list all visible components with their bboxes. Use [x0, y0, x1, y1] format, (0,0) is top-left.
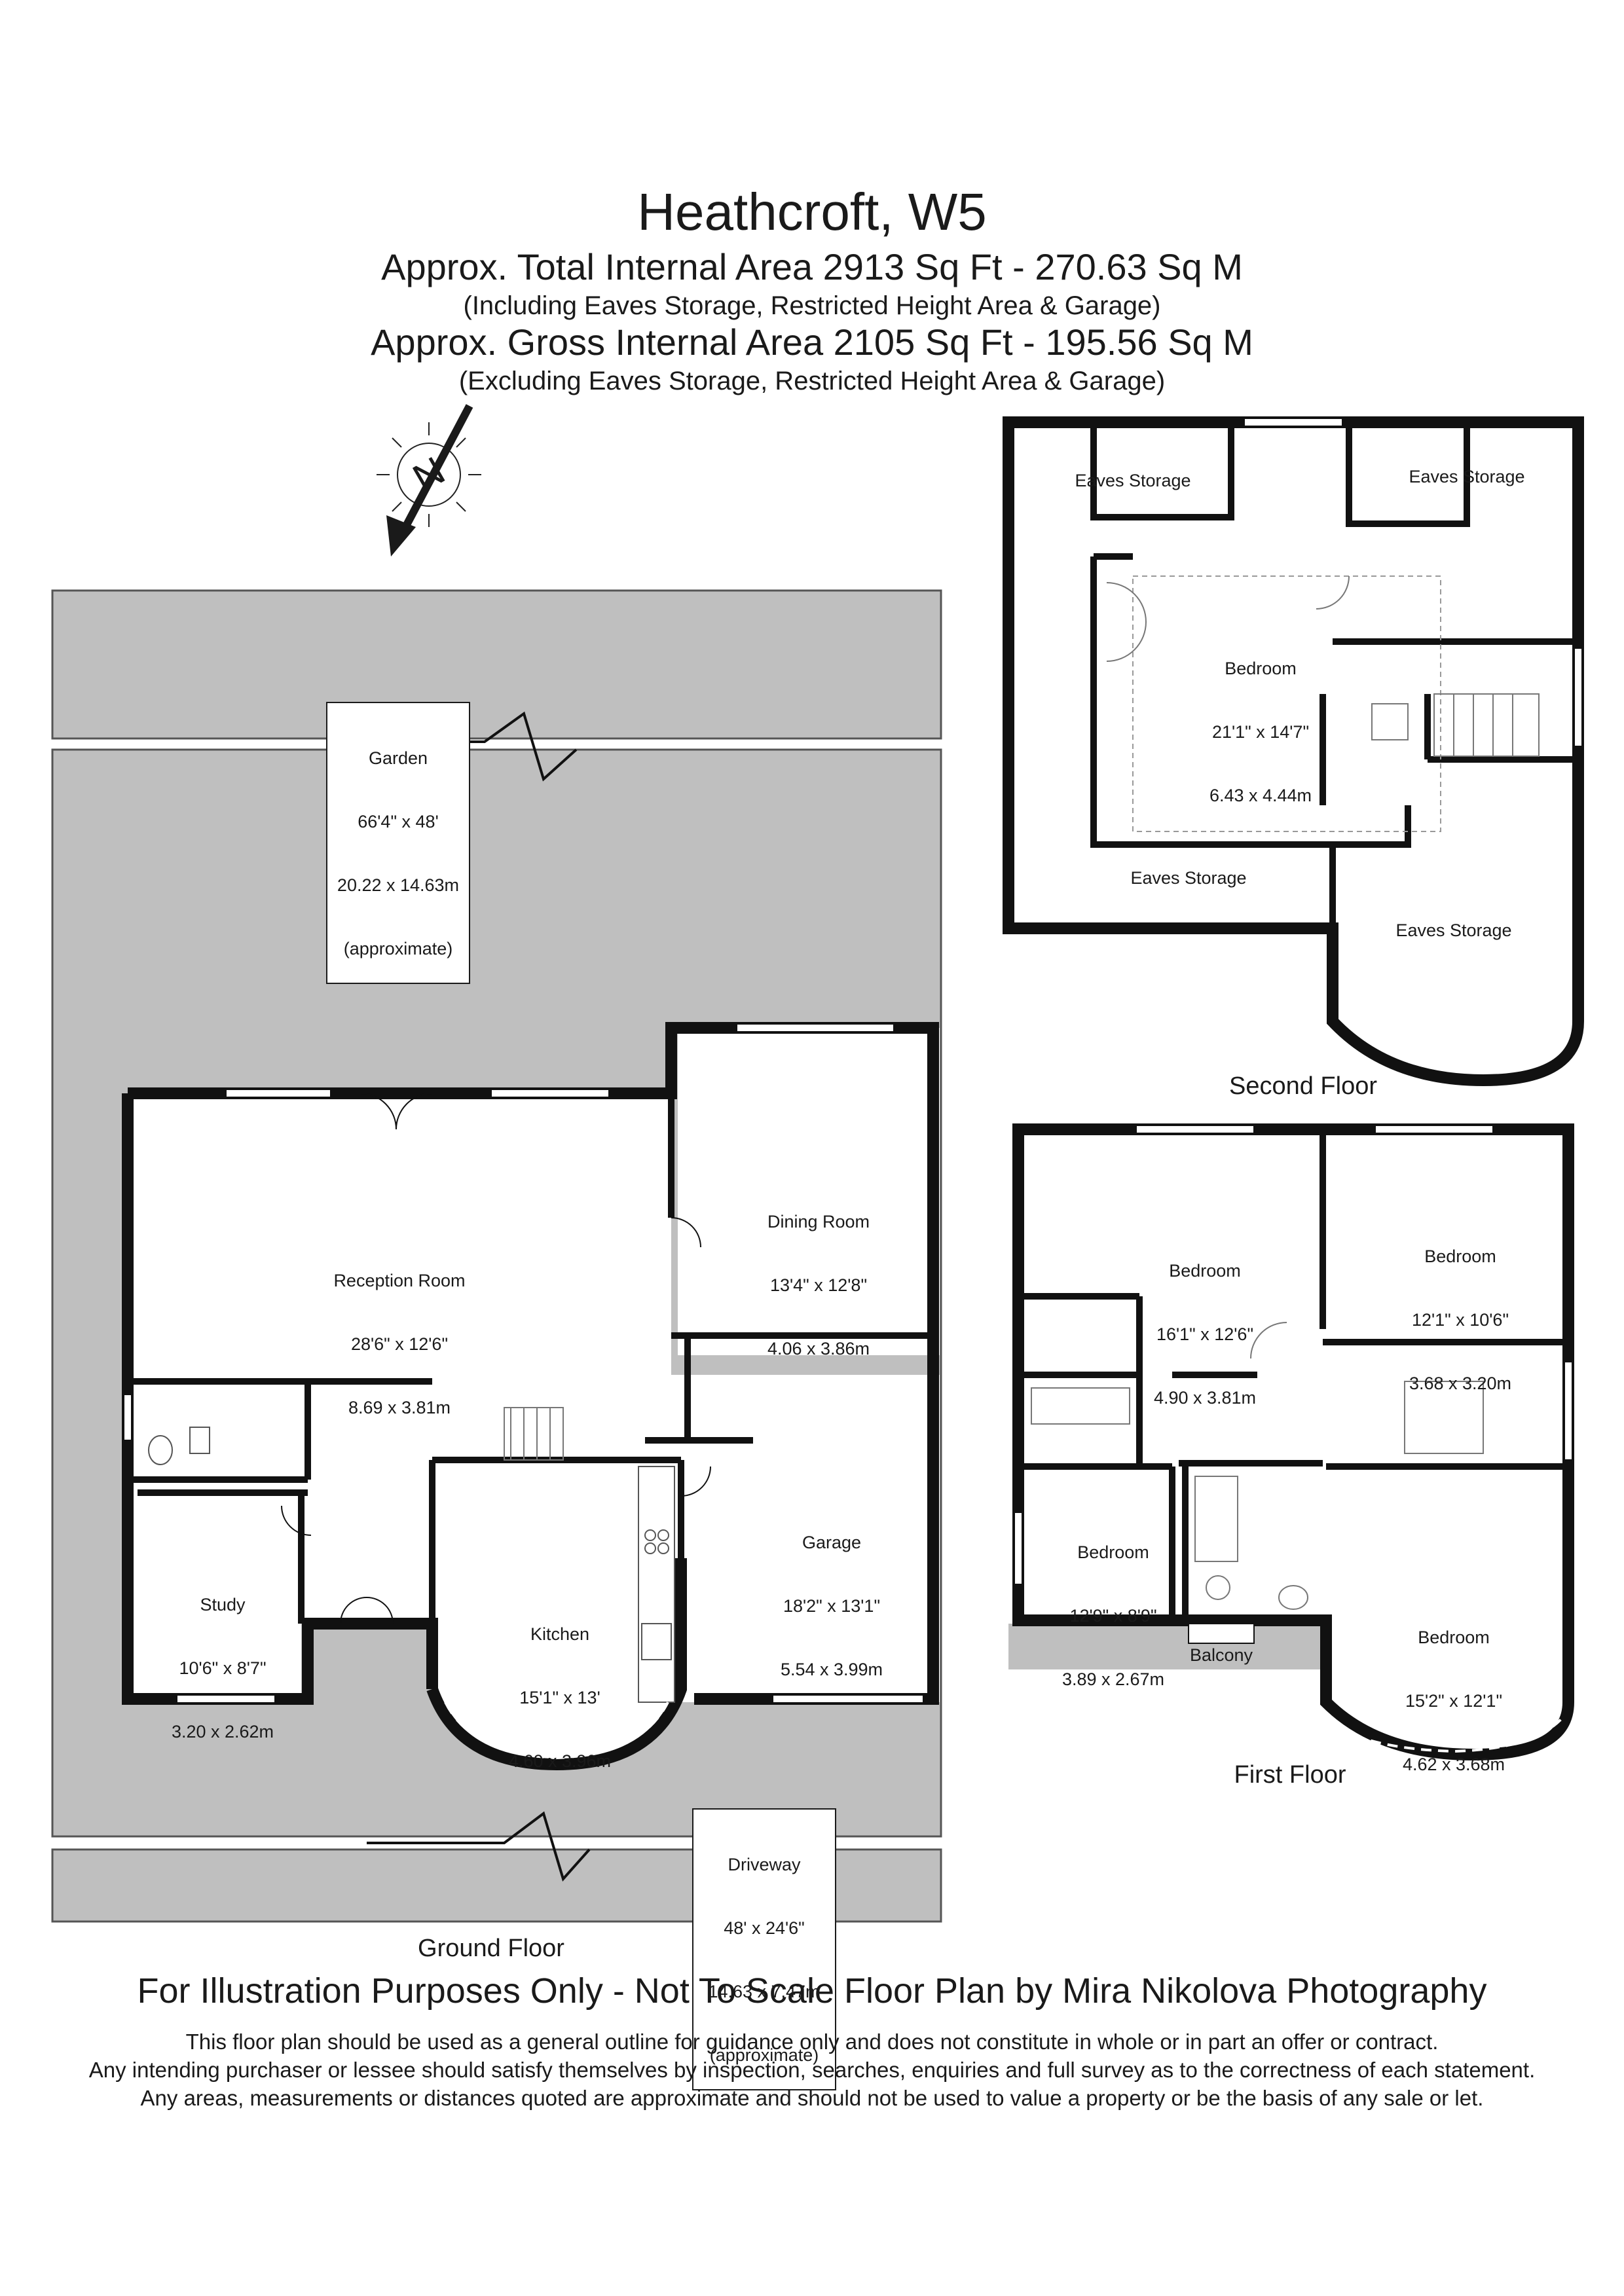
- kitchen-label: Kitchen 15'1" x 13' 4.60 x 3.96m: [481, 1581, 638, 1793]
- dining-dims-imperial: 13'4" x 12'8": [769, 1275, 868, 1295]
- garden-dims-metric: 20.22 x 14.63m: [337, 875, 460, 896]
- garage-name: Garage: [802, 1532, 862, 1552]
- disclaimer-line-2: Any intending purchaser or lessee should…: [88, 2058, 1536, 2082]
- reception-dims-imperial: 28'6" x 12'6": [350, 1334, 449, 1354]
- disclaimer-line-3: Any areas, measurements or distances quo…: [140, 2086, 1484, 2110]
- first-floor-bedroom3-label: Bedroom 12'9" x 8'9" 3.89 x 2.67m: [1035, 1499, 1192, 1711]
- dining-room-label: Dining Room 13'4" x 12'8" 4.06 x 3.86m: [740, 1169, 897, 1381]
- garage-label: Garage 18'2" x 13'1" 5.54 x 3.99m: [753, 1489, 910, 1702]
- second-floor-bedroom-label: Bedroom 21'1" x 14'7" 6.43 x 4.44m: [1179, 615, 1342, 828]
- balcony-label: Balcony: [1189, 1645, 1253, 1665]
- first-floor-plan: [1008, 1123, 1574, 1761]
- reception-name: Reception Room: [333, 1270, 466, 1290]
- bed2-dims-imperial: 12'1" x 10'6": [1411, 1309, 1509, 1330]
- bed3-dims-imperial: 12'9" x 8'9": [1069, 1605, 1157, 1626]
- first-floor-bedroom1-label: Bedroom 16'1" x 12'6" 4.90 x 3.81m: [1126, 1218, 1283, 1430]
- driveway-dims-imperial: 48' x 24'6": [724, 1918, 805, 1938]
- disclaimer-line-1: This floor plan should be used as a gene…: [185, 2030, 1439, 2054]
- eaves-storage-se: Eaves Storage: [1395, 920, 1512, 940]
- garden-dims-imperial: 66'4" x 48': [358, 811, 439, 831]
- study-name: Study: [200, 1594, 246, 1614]
- driveway-name: Driveway: [728, 1854, 801, 1874]
- footer-disclaimer-title: For Illustration Purposes Only - Not To …: [137, 1971, 1487, 2011]
- sf-bedroom-dims-metric: 6.43 x 4.44m: [1209, 786, 1312, 806]
- kitchen-name: Kitchen: [530, 1624, 590, 1644]
- bed3-dims-metric: 3.89 x 2.67m: [1061, 1669, 1165, 1690]
- garage-dims-metric: 5.54 x 3.99m: [780, 1660, 883, 1680]
- bed1-dims-metric: 4.90 x 3.81m: [1153, 1388, 1257, 1408]
- study-label: Study 10'6" x 8'7" 3.20 x 2.62m: [147, 1552, 298, 1764]
- study-dims-imperial: 10'6" x 8'7": [179, 1658, 267, 1678]
- driveway-dims-metric: 14.63 x 7.47m: [708, 1982, 821, 2002]
- kitchen-dims-metric: 4.60 x 3.96m: [508, 1751, 612, 1772]
- bed2-dims-metric: 3.68 x 3.20m: [1409, 1374, 1512, 1394]
- reception-dims-metric: 8.69 x 3.81m: [348, 1398, 451, 1418]
- bed4-dims-imperial: 15'2" x 12'1": [1405, 1690, 1503, 1711]
- page-title: Heathcroft, W5: [637, 183, 987, 241]
- driveway-note: (approximate): [709, 2045, 819, 2066]
- ground-floor-house: [122, 1022, 940, 1781]
- total-area: Approx. Total Internal Area 2913 Sq Ft -…: [381, 246, 1243, 287]
- garden-name: Garden: [368, 748, 428, 768]
- dining-name: Dining Room: [767, 1211, 870, 1231]
- eaves-storage-ne: Eaves Storage: [1409, 467, 1525, 486]
- sf-bedroom-dims-imperial: 21'1" x 14'7": [1211, 721, 1310, 742]
- garden-label: Garden 66'4" x 48' 20.22 x 14.63m (appro…: [326, 702, 470, 985]
- reception-room-label: Reception Room 28'6" x 12'6" 8.69 x 3.81…: [301, 1228, 498, 1440]
- bed4-name: Bedroom: [1418, 1627, 1490, 1647]
- second-floor-plan: [1003, 416, 1584, 1087]
- driveway-label: Driveway 48' x 24'6" 14.63 x 7.47m (appr…: [692, 1808, 836, 2091]
- dining-dims-metric: 4.06 x 3.86m: [767, 1339, 870, 1359]
- garden-note: (approximate): [343, 939, 453, 959]
- eaves-storage-nw: Eaves Storage: [1075, 471, 1191, 490]
- second-floor-label: Second Floor: [1228, 1072, 1377, 1100]
- bed3-name: Bedroom: [1077, 1542, 1149, 1562]
- kitchen-dims-imperial: 15'1" x 13': [519, 1687, 600, 1707]
- sf-bedroom-name: Bedroom: [1225, 658, 1297, 678]
- gross-area-note: (Excluding Eaves Storage, Restricted Hei…: [458, 367, 1166, 395]
- compass-icon: N: [377, 404, 481, 556]
- bed1-dims-imperial: 16'1" x 12'6": [1156, 1324, 1254, 1344]
- ground-floor-label: Ground Floor: [418, 1935, 564, 1962]
- study-dims-metric: 3.20 x 2.62m: [171, 1722, 274, 1742]
- bed4-dims-metric: 4.62 x 3.68m: [1402, 1755, 1505, 1775]
- bed1-name: Bedroom: [1169, 1260, 1241, 1281]
- first-floor-bedroom4-label: Bedroom 15'2" x 12'1" 4.62 x 3.68m: [1375, 1584, 1532, 1796]
- first-floor-label: First Floor: [1234, 1761, 1346, 1789]
- bed2-name: Bedroom: [1424, 1246, 1496, 1266]
- total-area-note: (Including Eaves Storage, Restricted Hei…: [463, 291, 1161, 320]
- eaves-storage-s: Eaves Storage: [1130, 868, 1247, 888]
- gross-area: Approx. Gross Internal Area 2105 Sq Ft -…: [371, 321, 1253, 363]
- garage-dims-imperial: 18'2" x 13'1": [783, 1595, 881, 1616]
- first-floor-bedroom2-label: Bedroom 12'1" x 10'6" 3.68 x 3.20m: [1382, 1203, 1539, 1415]
